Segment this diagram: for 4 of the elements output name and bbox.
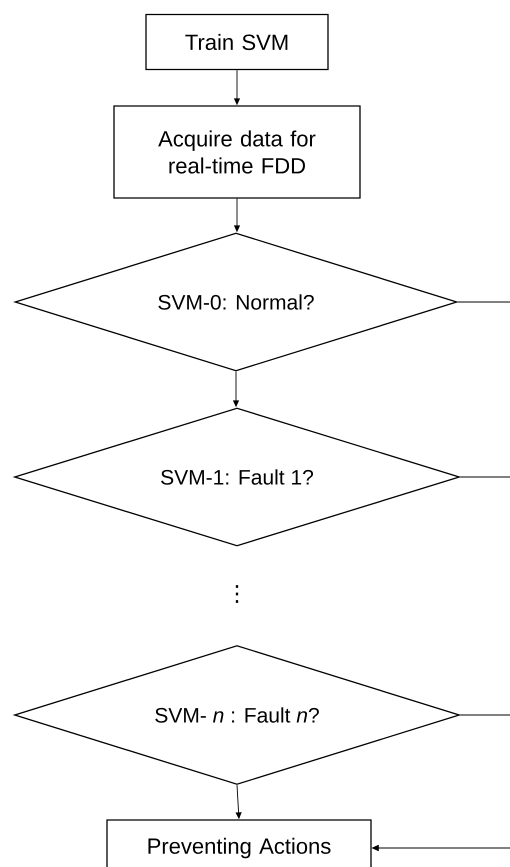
process-box: Preventing Actions (106, 819, 372, 867)
ellipsis: ⋮ (236, 585, 238, 603)
process-box: Acquire data for real-time FDD (113, 105, 361, 199)
process-box: Train SVM (145, 14, 329, 70)
